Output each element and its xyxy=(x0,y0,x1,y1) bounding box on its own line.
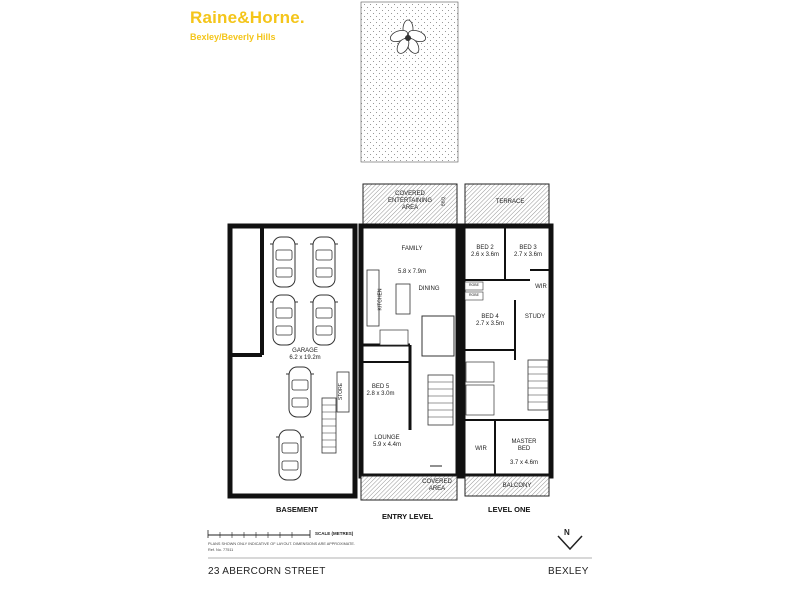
basement-stairs xyxy=(321,397,337,454)
bbq-label: BBQ xyxy=(440,196,446,207)
car-icon xyxy=(285,366,315,418)
basement-title: BASEMENT xyxy=(276,505,319,514)
garage-size: 6.2 x 19.2m xyxy=(289,355,321,361)
garage-name: GARAGE xyxy=(292,348,318,354)
bed2-label: BED 2 2.6 x 3.6m xyxy=(466,245,504,259)
terrace-area xyxy=(464,183,550,229)
robe-bed4 xyxy=(464,291,484,301)
flower-icon xyxy=(389,19,427,54)
brand-office: Bexley/Beverly Hills xyxy=(190,32,276,42)
level-one-title: LEVEL ONE xyxy=(488,505,531,514)
scale-bar xyxy=(207,530,311,538)
pantry xyxy=(421,315,455,357)
entry-level-plan xyxy=(358,223,461,501)
family-label: FAMILY xyxy=(401,246,423,252)
car-icon xyxy=(309,294,339,346)
robe-bed2 xyxy=(464,281,484,291)
bed4-size: 2.7 x 3.5m xyxy=(475,321,504,327)
balcony-label: BALCONY xyxy=(502,483,532,489)
garage-label: GARAGE 6.2 x 19.2m xyxy=(275,348,335,362)
bed5-label: BED 5 2.8 x 3.0m xyxy=(363,384,398,398)
brand-logo-text: Raine&Horne. xyxy=(190,8,305,27)
lounge-label: LOUNGE 5.9 x 4.4m xyxy=(367,435,407,449)
bed3-size: 2.7 x 3.6m xyxy=(513,252,542,258)
bed4-label: BED 4 2.7 x 3.5m xyxy=(468,314,512,328)
level-one-plan xyxy=(460,183,554,497)
kitchen-label: KITCHEN xyxy=(377,288,384,311)
robe-label-2: ROBE xyxy=(469,293,479,297)
scale-label: SCALE (METRES) xyxy=(315,531,354,536)
bed3-label: BED 3 2.7 x 3.6m xyxy=(507,245,549,259)
laundry xyxy=(379,329,409,346)
dining-label: DINING xyxy=(418,286,440,292)
wir-label: WIR xyxy=(535,284,547,290)
balcony-area xyxy=(464,475,550,497)
bed4-name: BED 4 xyxy=(481,314,499,320)
car-icon xyxy=(275,429,305,481)
north-label: N xyxy=(564,528,570,537)
ensuite xyxy=(465,384,495,416)
entertaining-label: COVERED ENTERTAINING AREA xyxy=(387,191,433,211)
lounge-name: LOUNGE xyxy=(374,435,400,441)
reference-number: Ref. No. 77511 xyxy=(208,548,234,552)
entry-stairs xyxy=(427,374,454,426)
study-label: STUDY xyxy=(524,314,546,320)
master-label: MASTER BED 3.7 x 4.6m xyxy=(500,432,548,474)
master-size: 3.7 x 4.6m xyxy=(509,460,538,466)
covered-entertaining-area xyxy=(362,183,458,229)
front-porch xyxy=(360,475,458,501)
bed2-size: 2.6 x 3.6m xyxy=(470,252,499,258)
master-name: MASTER BED xyxy=(511,439,537,452)
lounge-size: 5.9 x 4.4m xyxy=(372,442,401,448)
kitchen-island xyxy=(395,283,411,315)
north-arrow-icon xyxy=(557,535,583,551)
store-room xyxy=(336,371,350,413)
bathroom xyxy=(465,361,495,383)
terrace-label: TERRACE xyxy=(495,199,525,205)
bed3-name: BED 3 xyxy=(519,245,537,251)
kitchen-bench xyxy=(366,269,380,327)
basement-plan xyxy=(227,223,358,499)
bed5-size: 2.8 x 3.0m xyxy=(366,391,395,397)
robe-label-1: ROBE xyxy=(469,283,479,287)
level-one-stairs xyxy=(527,359,549,411)
suburb: BEXLEY xyxy=(548,566,589,577)
entry-level-title: ENTRY LEVEL xyxy=(382,512,434,521)
covered-area-label: COVERED AREA xyxy=(422,479,452,492)
disclaimer: PLANS SHOWN ONLY INDICATIVE OF LAYOUT. D… xyxy=(208,542,355,546)
bed2-name: BED 2 xyxy=(476,245,494,251)
family-size: 5.8 x 7.9m xyxy=(397,269,426,275)
store-label: STORE xyxy=(338,382,345,401)
car-icon xyxy=(269,294,299,346)
car-icon xyxy=(309,236,339,288)
wir2-label: WIR xyxy=(475,446,487,452)
address: 23 ABERCORN STREET xyxy=(208,566,326,577)
car-icon xyxy=(269,236,299,288)
bed5-name: BED 5 xyxy=(371,384,390,390)
